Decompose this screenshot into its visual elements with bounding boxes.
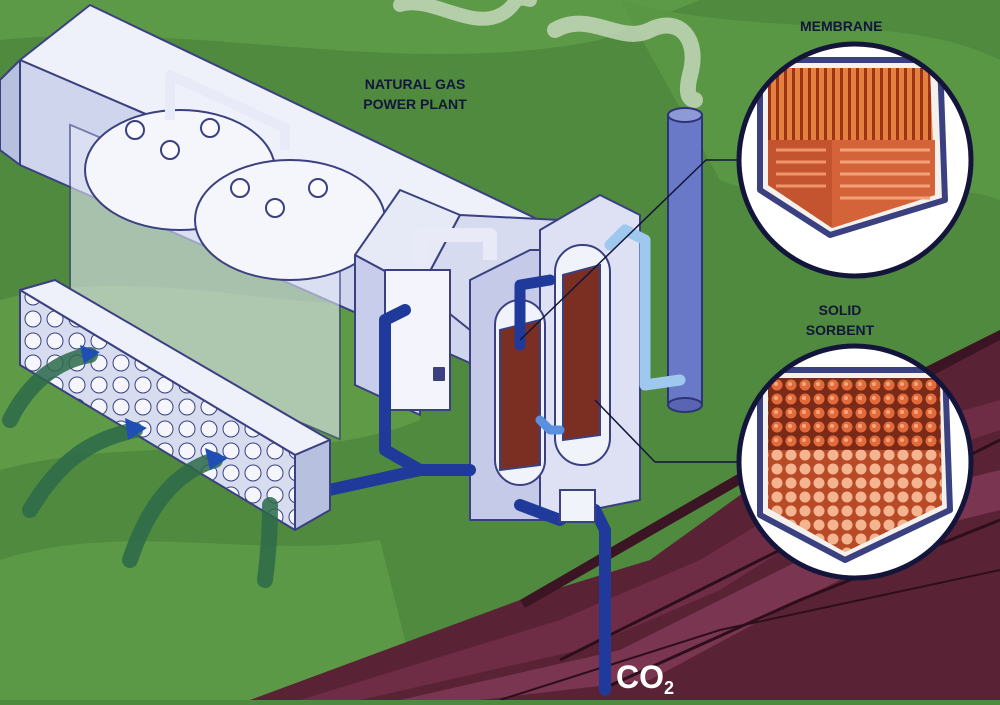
- power-plant-label-line2: POWER PLANT: [363, 96, 467, 112]
- reactor-column-right: [554, 244, 611, 466]
- solid-sorbent-label: SOLID SORBENT: [800, 300, 880, 340]
- membrane-magnifier: [736, 41, 974, 279]
- co2-label: CO2: [616, 660, 674, 705]
- grass-band: [0, 0, 700, 55]
- grass-band: [0, 540, 420, 700]
- airflow-arrowheads: [80, 345, 228, 470]
- airflow-arrows: [2, 347, 278, 588]
- smoke-plume: [547, 15, 703, 108]
- reactor-column-left: [494, 299, 546, 486]
- callout-lines: [519, 159, 742, 463]
- membrane-label: MEMBRANE: [800, 18, 883, 34]
- sorbent-magnifier: [736, 343, 974, 581]
- valve-box: [559, 489, 596, 523]
- chimney: [667, 107, 703, 413]
- co2-label-main: CO: [616, 659, 664, 695]
- co2-label-subscript: 2: [664, 678, 675, 698]
- smoke-plume: [393, 0, 537, 26]
- solid-sorbent-label-line1: SOLID: [818, 302, 862, 318]
- power-plant-label-line1: NATURAL GAS: [364, 76, 466, 92]
- power-plant-label: NATURAL GAS POWER PLANT: [340, 74, 490, 114]
- solid-sorbent-label-line2: SORBENT: [805, 322, 875, 338]
